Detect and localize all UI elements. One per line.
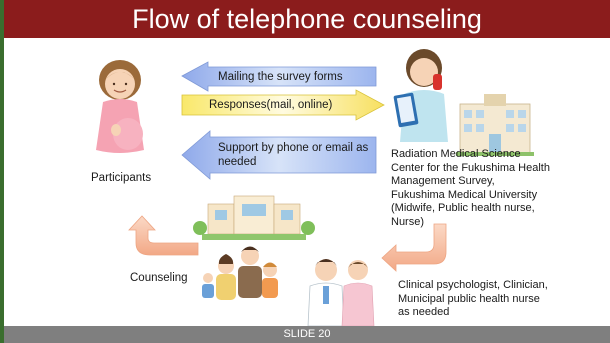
responses-arrow xyxy=(181,89,385,121)
center-label: Radiation Medical Science Center for the… xyxy=(391,148,606,229)
specialists-illustration xyxy=(307,259,375,326)
center-label-line-2: Center for the Fukushima Health xyxy=(391,161,550,174)
curved-arrow-counseling xyxy=(128,215,199,256)
hospital-illustration xyxy=(456,94,534,156)
family-illustration xyxy=(202,246,278,300)
nurse-illustration xyxy=(393,49,448,142)
participant-illustration xyxy=(96,60,144,153)
footer-bar: SLIDE 20 xyxy=(4,326,610,343)
title-bar: Flow of telephone counseling xyxy=(4,0,610,38)
curved-arrow-to-specialists xyxy=(381,223,447,272)
support-arrow xyxy=(181,130,377,180)
center-label-line-6: Nurse) xyxy=(391,215,425,228)
municipal-building-illustration xyxy=(193,195,315,240)
mailing-arrow xyxy=(181,61,377,92)
support-arrow-label-line1: Support by phone or email as xyxy=(218,142,369,154)
center-label-line-5: (Midwife, Public health nurse, xyxy=(391,202,535,214)
specialists-label-line-3: as needed xyxy=(398,306,450,318)
center-label-line-4: Fukushima Medical University xyxy=(391,188,538,201)
counseling-label: Counseling xyxy=(130,272,188,284)
mailing-arrow-label: Mailing the survey forms xyxy=(218,71,343,83)
specialists-label-line-2: Municipal public health nurse xyxy=(398,292,540,305)
slide-number: SLIDE 20 xyxy=(283,328,331,340)
slide-title: Flow of telephone counseling xyxy=(132,4,482,34)
specialists-label: Clinical psychologist, Clinician, Munici… xyxy=(398,279,608,320)
diagram-canvas xyxy=(96,49,534,326)
responses-arrow-label: Responses(mail, online) xyxy=(209,99,333,111)
specialists-label-line-1: Clinical psychologist, Clinician, xyxy=(398,279,548,291)
support-arrow-label-line2: needed xyxy=(218,156,257,168)
center-label-line-3: Management Survey, xyxy=(391,175,495,187)
center-label-line-1: Radiation Medical Science xyxy=(391,148,521,160)
participants-label: Participants xyxy=(91,172,152,184)
